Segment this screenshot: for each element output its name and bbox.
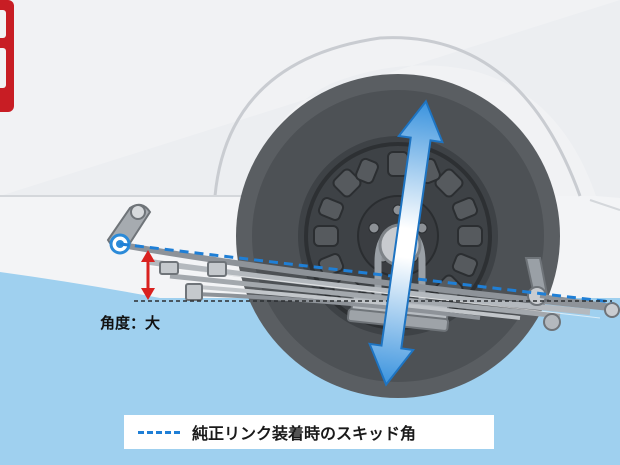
shackle-link <box>106 203 152 255</box>
leaf-spring <box>127 243 611 320</box>
double-vertical-arrow-icon <box>368 99 444 387</box>
legend-dashed-line <box>138 430 180 434</box>
legend-text: 純正リンク装着時のスキッド角 <box>192 424 417 443</box>
angle-label: 角度：大 <box>100 314 161 332</box>
red-double-arrow-icon <box>141 250 155 300</box>
stock-link-skid-angle-line <box>119 242 613 304</box>
legend-box: 純正リンク装着時のスキッド角 <box>124 415 494 449</box>
corner-badge <box>0 0 14 112</box>
